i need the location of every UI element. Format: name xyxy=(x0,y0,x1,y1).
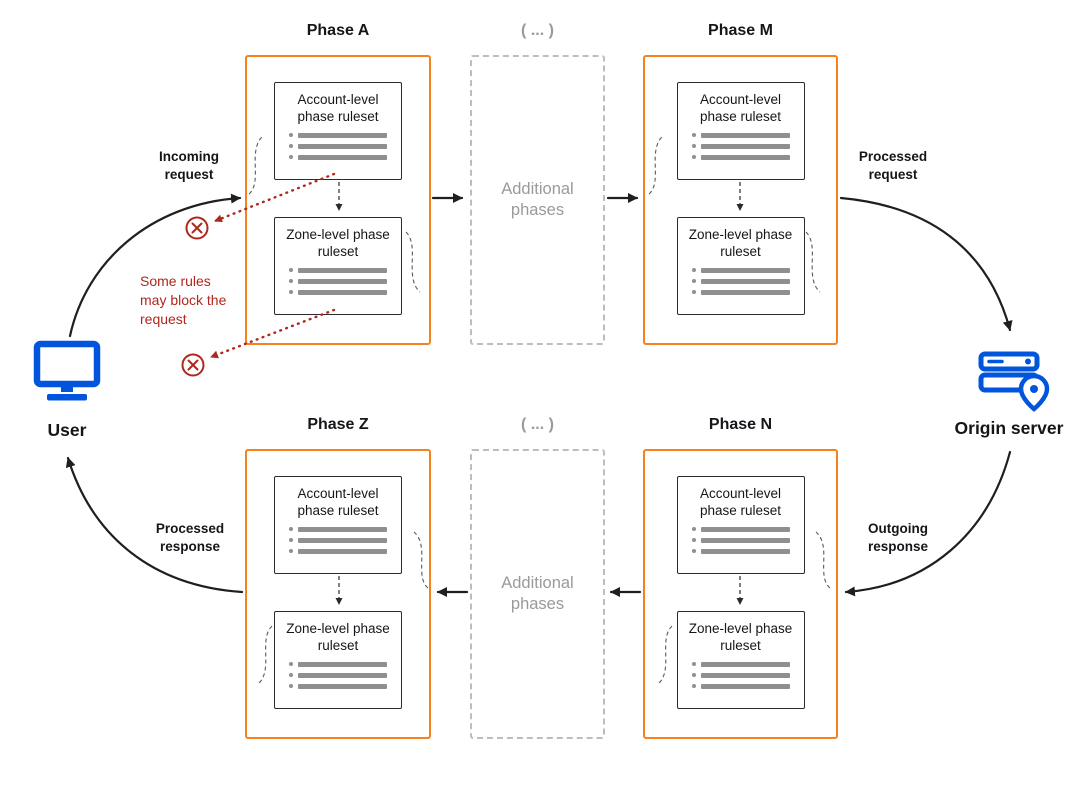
circle-x-icon xyxy=(185,216,209,240)
rule-bar xyxy=(700,143,790,149)
outgoing-response-label: Outgoing response xyxy=(867,521,929,555)
rule-bullet xyxy=(691,549,696,554)
zone-ruleset-card: Zone-level phase ruleset xyxy=(274,217,402,315)
rule-bullet xyxy=(289,549,293,554)
rule-bullet xyxy=(691,538,696,543)
account-ruleset-label: Account-level phase ruleset xyxy=(297,486,379,518)
rule-bullet xyxy=(691,662,696,667)
rule-bar xyxy=(298,537,387,543)
additional-phases-top-box: Additional phases xyxy=(470,55,605,345)
zone-ruleset-card: Zone-level phase ruleset xyxy=(676,217,805,315)
additional-phases-top-label: Additional phases xyxy=(501,179,574,219)
ruleset-rule-lines xyxy=(678,661,804,689)
rule-bullet xyxy=(691,144,696,149)
ruleset-rule-lines xyxy=(275,661,401,689)
rule-bar xyxy=(298,289,387,295)
rule-bullet xyxy=(691,673,696,678)
rule-bar xyxy=(700,661,790,667)
rule-bar xyxy=(700,267,790,273)
phase-n-title: Phase N xyxy=(708,416,773,433)
rule-bar xyxy=(298,548,387,554)
rule-bar xyxy=(700,132,790,138)
ruleset-rule-lines xyxy=(275,526,401,554)
zone-ruleset-label: Zone-level phase ruleset xyxy=(286,227,390,259)
phase-n-box: Account-level phase ruleset Zone-level p… xyxy=(643,449,838,739)
ruleset-rule-lines xyxy=(275,132,401,160)
rule-bar xyxy=(298,143,387,149)
ruleset-rule-lines xyxy=(678,526,804,554)
origin-server-label: Origin server xyxy=(954,418,1064,438)
ruleset-rule-lines xyxy=(678,267,804,295)
block-warning-label: Some rules may block the request xyxy=(140,273,227,327)
rule-bar xyxy=(298,672,387,678)
rule-bar xyxy=(700,289,790,295)
rule-bullet xyxy=(289,133,293,138)
account-ruleset-card: Account-level phase ruleset xyxy=(676,476,805,574)
rule-bullet xyxy=(691,268,696,273)
rule-bar xyxy=(700,683,790,689)
rule-bar xyxy=(700,672,790,678)
rule-bullet xyxy=(289,527,293,532)
rule-bullet xyxy=(289,662,293,667)
rule-bar xyxy=(298,267,387,273)
account-ruleset-label: Account-level phase ruleset xyxy=(699,92,782,124)
rule-bar xyxy=(298,683,387,689)
processed-request-label: Processed request xyxy=(858,149,928,183)
account-ruleset-card: Account-level phase ruleset xyxy=(274,82,402,180)
rule-bullet xyxy=(289,673,293,678)
rule-bar xyxy=(700,154,790,160)
rule-bullet xyxy=(289,279,293,284)
zone-ruleset-card: Zone-level phase ruleset xyxy=(676,611,805,709)
ruleset-rule-lines xyxy=(275,267,401,295)
arrow-phase-m-to-origin xyxy=(839,196,1013,332)
rule-bar xyxy=(700,537,790,543)
rule-bullet xyxy=(691,290,696,295)
phase-m-box: Account-level phase ruleset Zone-level p… xyxy=(643,55,838,345)
rule-bar xyxy=(700,548,790,554)
monitor-icon xyxy=(33,340,101,407)
account-ruleset-card: Account-level phase ruleset xyxy=(676,82,805,180)
rule-bar xyxy=(298,132,387,138)
account-ruleset-label: Account-level phase ruleset xyxy=(297,92,379,124)
zone-ruleset-label: Zone-level phase ruleset xyxy=(688,227,793,259)
rule-bullet xyxy=(691,133,696,138)
zone-ruleset-label: Zone-level phase ruleset xyxy=(286,621,390,653)
rule-bullet xyxy=(691,155,696,160)
additional-phases-bottom-header: ( ... ) xyxy=(521,416,554,433)
rule-bar xyxy=(700,278,790,284)
rule-bullet xyxy=(289,155,293,160)
phase-m-title: Phase M xyxy=(708,22,773,39)
rule-bar xyxy=(700,526,790,532)
server-location-pin-icon xyxy=(978,350,1052,417)
account-ruleset-label: Account-level phase ruleset xyxy=(699,486,782,518)
rule-bullet xyxy=(289,538,293,543)
rule-bar xyxy=(298,154,387,160)
rule-bar xyxy=(298,526,387,532)
phase-a-title: Phase A xyxy=(306,22,370,39)
additional-phases-bottom-label: Additional phases xyxy=(501,573,574,613)
rule-bullet xyxy=(691,279,696,284)
user-label: User xyxy=(47,420,87,440)
rule-bullet xyxy=(289,144,293,149)
phase-z-title: Phase Z xyxy=(307,416,369,433)
circle-x-icon xyxy=(181,353,205,377)
phase-z-box: Account-level phase ruleset Zone-level p… xyxy=(245,449,431,739)
processed-response-label: Processed response xyxy=(155,521,225,555)
ruleset-rule-lines xyxy=(678,132,804,160)
rule-bar xyxy=(298,661,387,667)
rule-bullet xyxy=(289,684,293,689)
incoming-request-label: Incoming request xyxy=(159,149,219,183)
additional-phases-bottom-box: Additional phases xyxy=(470,449,605,739)
zone-ruleset-label: Zone-level phase ruleset xyxy=(688,621,793,653)
account-ruleset-card: Account-level phase ruleset xyxy=(274,476,402,574)
rule-bar xyxy=(298,278,387,284)
rule-bullet xyxy=(691,684,696,689)
rule-bullet xyxy=(691,527,696,532)
rule-bullet xyxy=(289,268,293,273)
phase-a-box: Account-level phase ruleset Zone-level p… xyxy=(245,55,431,345)
additional-phases-top-header: ( ... ) xyxy=(521,22,554,39)
rule-bullet xyxy=(289,290,293,295)
zone-ruleset-card: Zone-level phase ruleset xyxy=(274,611,402,709)
